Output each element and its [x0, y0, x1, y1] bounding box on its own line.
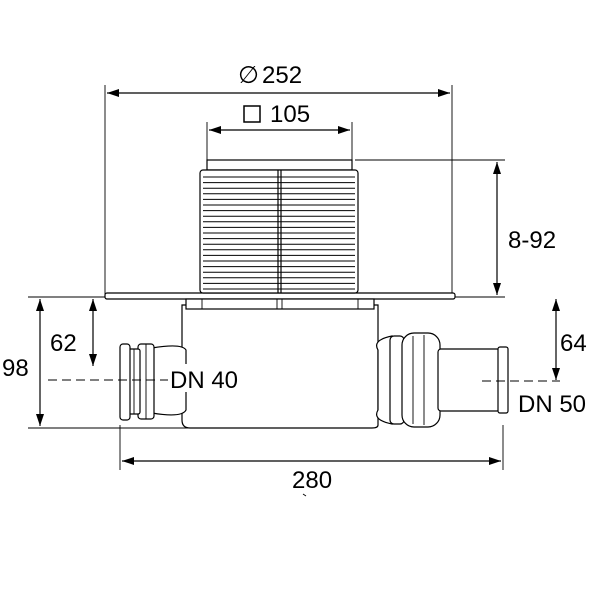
- dn40-label-backdrop: [168, 364, 254, 392]
- drain-assembly: [48, 159, 560, 429]
- square-value: 105: [270, 101, 310, 128]
- dimension-62: 62: [50, 299, 97, 366]
- ribbed-riser-sleeve: [199, 169, 359, 294]
- riser-ribs: [203, 176, 355, 290]
- dimension-diameter-252: ∅ 252: [104, 62, 453, 298]
- riser-top-ring: [206, 159, 353, 171]
- drain-housing: [181, 304, 379, 429]
- height-62-label: 62: [50, 330, 77, 357]
- outlet-right: [376, 332, 509, 428]
- height-64-label: 64: [560, 330, 587, 357]
- dimension-64: 64: [552, 299, 587, 380]
- dimension-height-8-92: 8-92: [355, 159, 556, 298]
- flange-collar: [185, 298, 375, 310]
- diameter-symbol: ∅: [238, 62, 259, 89]
- diameter-value: 252: [262, 62, 302, 89]
- height-98-label: 98: [2, 355, 29, 382]
- dimension-square-105: 105: [206, 101, 353, 178]
- width-280-label: 280: [292, 467, 332, 494]
- outlet-dn50-label: DN 50: [518, 391, 586, 418]
- square-symbol-icon: [243, 105, 261, 123]
- dimension-98: 98: [2, 296, 190, 429]
- height-range-label: 8-92: [508, 227, 556, 254]
- flange-plate: [104, 292, 456, 300]
- outlet-dn40-label: DN 40: [170, 367, 238, 394]
- dimension-280: 280: [119, 425, 504, 497]
